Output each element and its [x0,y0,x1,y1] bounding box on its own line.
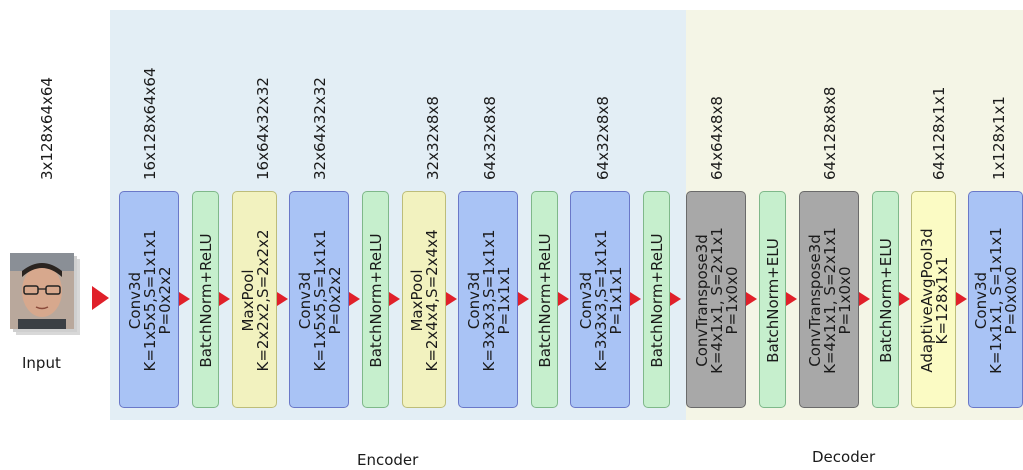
batchnorm-relu-block-1-label: BatchNorm+ReLU [197,233,215,368]
input-arrow [92,286,109,310]
batchnorm-elu-block-2: BatchNorm+ELU [872,191,899,408]
batchnorm-relu-block-2-label: BatchNorm+ReLU [367,233,385,368]
dim-label-6: 64x32x8x8 [594,96,612,180]
flow-arrow-6 [446,292,457,306]
flow-arrow-2 [219,292,230,306]
dim-label-3: 32x64x32x32 [311,77,329,180]
flow-arrow-10 [670,292,681,306]
batchnorm-relu-block-3-label: BatchNorm+ReLU [536,233,554,368]
flow-arrow-7 [518,292,529,306]
batchnorm-elu-block-1-label: BatchNorm+ELU [764,238,782,363]
flow-arrow-13 [859,292,870,306]
flow-arrow-5 [389,292,400,306]
dim-label-9: 64x128x1x1 [930,86,948,180]
flow-arrow-3 [277,292,288,306]
dim-label-7: 64x64x8x8 [708,96,726,180]
batchnorm-relu-block-4-label: BatchNorm+ReLU [648,233,666,368]
batchnorm-relu-block-1: BatchNorm+ReLU [192,191,219,408]
input-label: Input [22,354,61,372]
dim-label-10: 1x128x1x1 [990,96,1008,180]
decoder-label: Decoder [812,448,876,466]
flow-arrow-14 [899,292,910,306]
flow-arrow-12 [786,292,797,306]
batchnorm-relu-block-4: BatchNorm+ReLU [643,191,670,408]
dim-label-8: 64x128x8x8 [821,86,839,180]
flow-arrow-9 [630,292,641,306]
flow-arrow-1 [179,292,190,306]
batchnorm-elu-block-2-label: BatchNorm+ELU [877,238,895,363]
input-face-image [10,253,80,335]
flow-arrow-8 [558,292,569,306]
flow-arrow-11 [746,292,757,306]
dim-label-2: 16x64x32x32 [254,77,272,180]
batchnorm-elu-block-1: BatchNorm+ELU [759,191,786,408]
batchnorm-relu-block-2: BatchNorm+ReLU [362,191,389,408]
dim-label-5: 64x32x8x8 [481,96,499,180]
encoder-label: Encoder [357,451,419,469]
dim-label-1: 16x128x64x64 [141,67,159,180]
flow-arrow-15 [956,292,967,306]
dim-label-4: 32x32x8x8 [424,96,442,180]
input-dim-label: 3x128x64x64 [38,77,56,180]
flow-arrow-4 [349,292,360,306]
batchnorm-relu-block-3: BatchNorm+ReLU [531,191,558,408]
